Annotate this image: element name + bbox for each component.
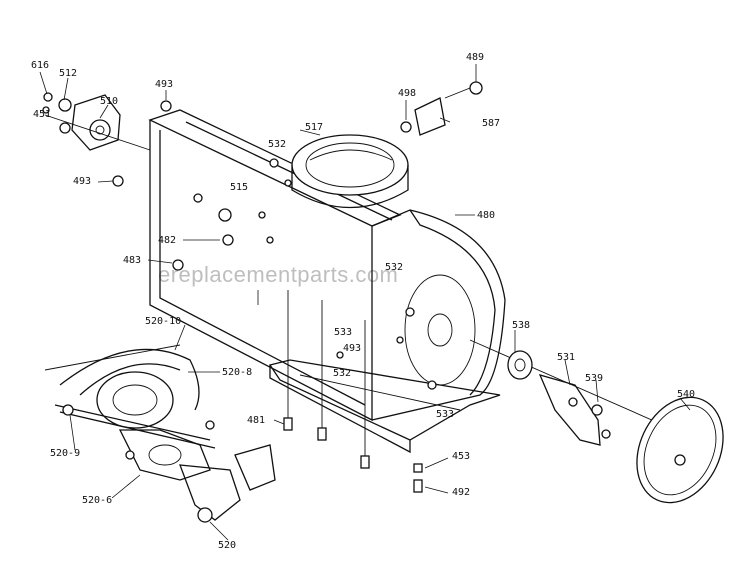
chute-bracket [400, 81, 483, 136]
callout-labels: 616 512 510 451 493 493 517 532 515 482 … [31, 52, 695, 551]
callout-532-top: 532 [268, 139, 286, 150]
callout-510: 510 [100, 96, 118, 107]
bearing-bracket [42, 92, 172, 187]
callout-453: 453 [452, 451, 470, 462]
callout-616: 616 [31, 60, 49, 71]
callout-520-8: 520-8 [222, 367, 252, 378]
callout-531: 531 [557, 352, 575, 363]
bottom-bolts [283, 417, 423, 493]
callout-493-mid: 493 [343, 343, 361, 354]
callout-520-10: 520-10 [145, 316, 181, 327]
callout-533-right: 533 [436, 409, 454, 420]
callout-493-top: 493 [155, 79, 173, 90]
auger-impeller-assembly [44, 344, 276, 523]
callout-480: 480 [477, 210, 495, 221]
callout-498: 498 [398, 88, 416, 99]
callout-532-low: 532 [333, 368, 351, 379]
watermark: ereplacementparts.com [158, 262, 398, 287]
callout-481: 481 [247, 415, 265, 426]
callout-512: 512 [59, 68, 77, 79]
callout-482: 482 [158, 235, 176, 246]
auger-housing [148, 109, 506, 460]
callout-533: 533 [334, 327, 352, 338]
callout-532-mid: 532 [385, 262, 403, 273]
callout-451: 451 [33, 109, 51, 120]
callout-515: 515 [230, 182, 248, 193]
callout-587: 587 [482, 118, 500, 129]
callout-489: 489 [466, 52, 484, 63]
callout-520-9: 520-9 [50, 448, 80, 459]
callout-493-left: 493 [73, 176, 91, 187]
callout-517: 517 [305, 122, 323, 133]
leader-lines [39, 64, 691, 541]
callout-520: 520 [218, 540, 236, 551]
callout-492: 492 [452, 487, 470, 498]
callout-483: 483 [123, 255, 141, 266]
callout-520-6: 520-6 [82, 495, 112, 506]
drive-pulley-assembly [469, 339, 724, 504]
callout-539: 539 [585, 373, 603, 384]
callout-540: 540 [677, 389, 695, 400]
callout-538: 538 [512, 320, 530, 331]
